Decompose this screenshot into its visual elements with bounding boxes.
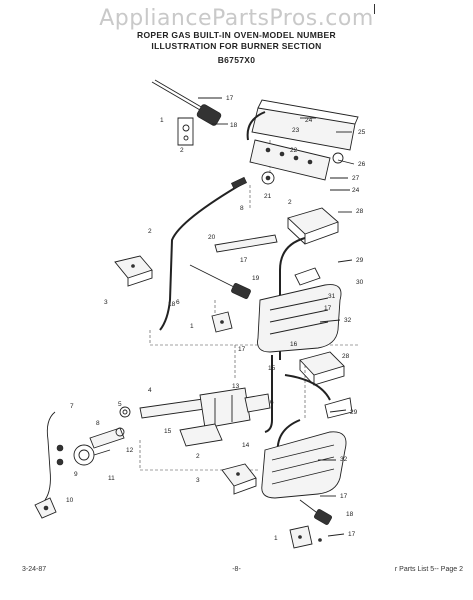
callout-17: 17 — [340, 493, 348, 500]
valve-assembly — [119, 387, 271, 447]
callout-28: 28 — [342, 353, 350, 360]
callout-11: 11 — [108, 475, 115, 482]
model-number: B6757X0 — [217, 55, 256, 65]
callout-2: 2 — [148, 228, 152, 235]
callout-22: 22 — [290, 147, 298, 154]
callout-4: 4 — [148, 387, 152, 394]
footer-parts-list: r Parts List 5-- Page 2 — [394, 566, 463, 573]
callout-25: 25 — [358, 129, 366, 136]
callout-6: 6 — [176, 299, 180, 306]
callout-26: 26 — [358, 161, 366, 168]
part-18-lower — [289, 499, 332, 549]
footer-date: 3-24-87 — [22, 566, 47, 573]
callout-10: 10 — [66, 497, 74, 504]
callout-24: 24 — [352, 187, 360, 194]
callout-15: 15 — [268, 365, 276, 372]
callout-15: 15 — [164, 428, 172, 435]
part-3-upper — [114, 255, 153, 287]
callout-9: 9 — [74, 471, 78, 478]
callout-18: 18 — [168, 301, 176, 308]
callout-17: 17 — [240, 257, 248, 264]
leader-lines — [198, 97, 355, 537]
callout-14: 14 — [242, 442, 250, 449]
callout-18: 18 — [230, 122, 238, 129]
callout-1: 1 — [160, 117, 164, 124]
callout-12: 12 — [126, 447, 134, 454]
callout-1: 1 — [274, 535, 278, 542]
callout-6: 6 — [270, 399, 274, 406]
callout-3: 3 — [104, 299, 108, 306]
top-burner — [246, 99, 359, 181]
callout-2: 2 — [180, 147, 184, 154]
callout-20: 20 — [208, 234, 216, 241]
callout-23: 23 — [292, 127, 300, 134]
callout-17: 17 — [324, 305, 332, 312]
callout-17: 17 — [238, 346, 246, 353]
callout-1: 1 — [190, 323, 194, 330]
callout-8: 8 — [240, 205, 244, 212]
callout-29: 29 — [350, 409, 358, 416]
callout-30: 30 — [356, 279, 364, 286]
pipe-15-16 — [264, 355, 331, 433]
callout-2: 2 — [288, 199, 292, 206]
part-18-mid — [189, 264, 251, 333]
callout-18: 18 — [346, 511, 354, 518]
callout-24: 24 — [305, 117, 313, 124]
thermostat-assembly — [34, 411, 125, 519]
callout-32: 32 — [340, 456, 348, 463]
callout-31: 31 — [328, 293, 336, 300]
callout-17: 17 — [348, 531, 356, 538]
callout-2: 2 — [196, 453, 200, 460]
part-28-mid — [299, 351, 345, 386]
callout-8: 8 — [96, 420, 100, 427]
part-28-top — [287, 207, 339, 245]
oven-burner-upper — [257, 237, 342, 360]
callout-3: 3 — [196, 477, 200, 484]
callout-7: 7 — [70, 403, 74, 410]
callout-17: 17 — [226, 95, 234, 102]
footer-page: -8- — [232, 566, 241, 573]
part-3-lower — [221, 463, 257, 495]
callout-29: 29 — [356, 257, 364, 264]
part-20-strip — [214, 234, 278, 253]
part-18-top — [151, 79, 222, 146]
callout-27: 27 — [352, 175, 360, 182]
callout-13: 13 — [232, 383, 240, 390]
gas-line-8-top — [159, 171, 275, 331]
callout-21: 21 — [264, 193, 272, 200]
callout-19: 19 — [252, 275, 260, 282]
title-line-2: ILLUSTRATION FOR BURNER SECTION — [151, 41, 322, 51]
watermark: AppliancePartsPros.com — [99, 6, 374, 31]
oven-burner-lower — [261, 397, 353, 499]
callout-5: 5 — [118, 401, 122, 408]
callout-16: 16 — [290, 341, 298, 348]
title-line-1: ROPER GAS BUILT-IN OVEN-MODEL NUMBER — [137, 30, 336, 40]
callout-32: 32 — [344, 317, 352, 324]
edge-mark — [374, 4, 375, 14]
callout-28: 28 — [356, 208, 364, 215]
